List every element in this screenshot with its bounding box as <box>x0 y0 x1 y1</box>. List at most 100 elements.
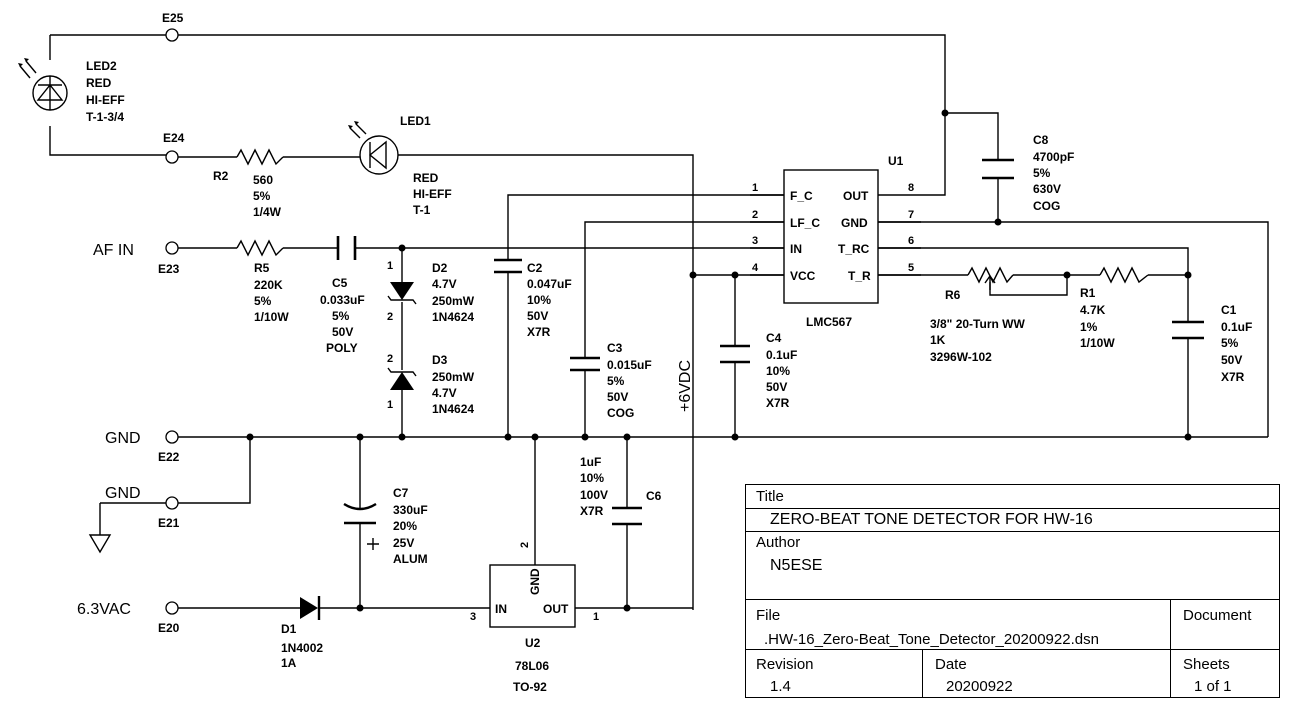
c7-label: C7 330uF 20% 25V ALUM <box>393 486 431 566</box>
date-value: 20200922 <box>946 678 1013 695</box>
file-value: .HW-16_Zero-Beat_Tone_Detector_20200922.… <box>764 631 1099 648</box>
terminal-e24 <box>165 150 179 164</box>
u1-pin-tr: T_R <box>848 269 871 283</box>
r2-symbol <box>236 148 284 166</box>
net-af-in: AF IN <box>93 242 134 259</box>
author-label: Author <box>756 534 801 551</box>
c4-symbol <box>720 344 750 364</box>
label-e20: E20 <box>158 621 180 635</box>
revision-label: Revision <box>756 656 814 673</box>
revision-value: 1.4 <box>770 678 791 695</box>
net-gnd-2: GND <box>105 485 141 502</box>
led2-symbol <box>18 58 68 111</box>
u2-part: 78L06 TO-92 <box>513 659 552 694</box>
c3-symbol <box>570 356 600 372</box>
terminal-e21 <box>165 496 179 510</box>
u1-pin-gnd: GND <box>841 216 868 230</box>
u1-body <box>750 169 921 304</box>
u1-part: LMC567 <box>806 315 852 329</box>
c6-values: 1uF 10% 100V X7R <box>580 455 611 518</box>
u1-num-2: 2 <box>752 209 758 221</box>
ground-symbol <box>88 534 112 554</box>
label-e23: E23 <box>158 262 180 276</box>
c2-symbol <box>494 258 522 274</box>
c1-symbol <box>1172 320 1204 340</box>
r2-ref: R2 <box>213 169 229 183</box>
file-label: File <box>756 607 781 624</box>
r1-label: R1 4.7K 1% 1/10W <box>1080 286 1115 350</box>
u2-num-3: 3 <box>470 611 476 623</box>
r6-symbol <box>967 266 1014 290</box>
u1-pin-fc: F_C <box>790 189 813 203</box>
wires <box>49 34 1269 610</box>
sheets-value: 1 of 1 <box>1194 678 1232 695</box>
u1-pin-out: OUT <box>843 189 869 203</box>
d2-symbol <box>387 282 417 305</box>
u2-body <box>489 564 576 628</box>
u1-pin-in: IN <box>790 242 802 256</box>
u1-pin-vcc: VCC <box>790 269 816 283</box>
u2-ref: U2 <box>525 636 541 650</box>
u1-pin-trc: T_RC <box>838 242 870 256</box>
d1-label: D1 1N4002 1A <box>281 622 326 670</box>
c5-label: C5 0.033uF 5% 50V POLY <box>320 276 368 355</box>
r6-ref: R6 <box>945 288 961 302</box>
d1-symbol <box>300 596 321 620</box>
u1-ref: U1 <box>888 154 904 168</box>
u1-num-8: 8 <box>908 182 914 194</box>
r2-values: 560 5% 1/4W <box>253 173 282 219</box>
c3-label: C3 0.015uF 5% 50V COG <box>607 341 655 420</box>
title-value: ZERO-BEAT TONE DETECTOR FOR HW-16 <box>770 511 1093 528</box>
c8-label: C8 4700pF 5% 630V COG <box>1033 133 1078 213</box>
c2-label: C2 0.047uF 10% 50V X7R <box>527 261 575 339</box>
r5-label: R5 220K 5% 1/10W <box>254 261 289 324</box>
u2-pin-gnd: GND <box>528 568 542 595</box>
led2-label: LED2 RED HI-EFF T-1-3/4 <box>86 59 128 124</box>
document-label: Document <box>1183 607 1252 624</box>
d3-symbol <box>387 367 417 390</box>
author-value: N5ESE <box>770 557 823 574</box>
net-6vdc: +6VDC <box>677 360 694 412</box>
net-6-3vac: 6.3VAC <box>77 601 131 618</box>
c6-symbol <box>612 506 642 526</box>
c1-label: C1 0.1uF 5% 50V X7R <box>1221 303 1256 384</box>
u2-num-2: 2 <box>519 542 531 548</box>
label-e21: E21 <box>158 516 180 530</box>
d3-label: D3 250mW 4.7V 1N4624 <box>432 353 477 416</box>
d2-pin-1: 1 <box>387 260 393 272</box>
led1-symbol <box>348 121 399 175</box>
terminal-e23 <box>165 241 179 255</box>
u1-num-7: 7 <box>908 209 914 221</box>
u1-num-1: 1 <box>752 182 758 194</box>
sheets-label: Sheets <box>1183 656 1230 673</box>
d3-pin-1: 1 <box>387 399 393 411</box>
u1-num-3: 3 <box>752 235 758 247</box>
u2-pin-in: IN <box>495 602 507 616</box>
label-e24: E24 <box>163 131 185 145</box>
u1-num-6: 6 <box>908 235 914 247</box>
r6-values: 3/8" 20-Turn WW 1K 3296W-102 <box>930 317 1028 364</box>
r5-symbol <box>236 239 284 257</box>
d2-label: D2 4.7V 250mW 1N4624 <box>432 261 477 324</box>
title-label: Title <box>756 488 784 505</box>
u1-pin-lfc: LF_C <box>790 216 820 230</box>
c6-ref: C6 <box>646 489 662 503</box>
d2-pin-2: 2 <box>387 311 393 323</box>
d3-pin-2: 2 <box>387 353 393 365</box>
c7-symbol <box>343 502 379 550</box>
u1-num-5: 5 <box>908 262 914 274</box>
terminal-e22 <box>165 430 179 444</box>
label-e25: E25 <box>162 11 184 25</box>
terminal-e20 <box>165 601 179 615</box>
u1-num-4: 4 <box>752 262 759 274</box>
title-block: Title ZERO-BEAT TONE DETECTOR FOR HW-16 … <box>745 484 1280 698</box>
led1-ref: LED1 <box>400 114 431 128</box>
c4-label: C4 0.1uF 10% 50V X7R <box>766 331 801 410</box>
c8-symbol <box>982 158 1014 180</box>
net-gnd-1: GND <box>105 430 141 447</box>
u2-pin-out: OUT <box>543 602 569 616</box>
u2-num-1: 1 <box>593 611 599 623</box>
label-e22: E22 <box>158 450 180 464</box>
date-label: Date <box>935 656 967 673</box>
